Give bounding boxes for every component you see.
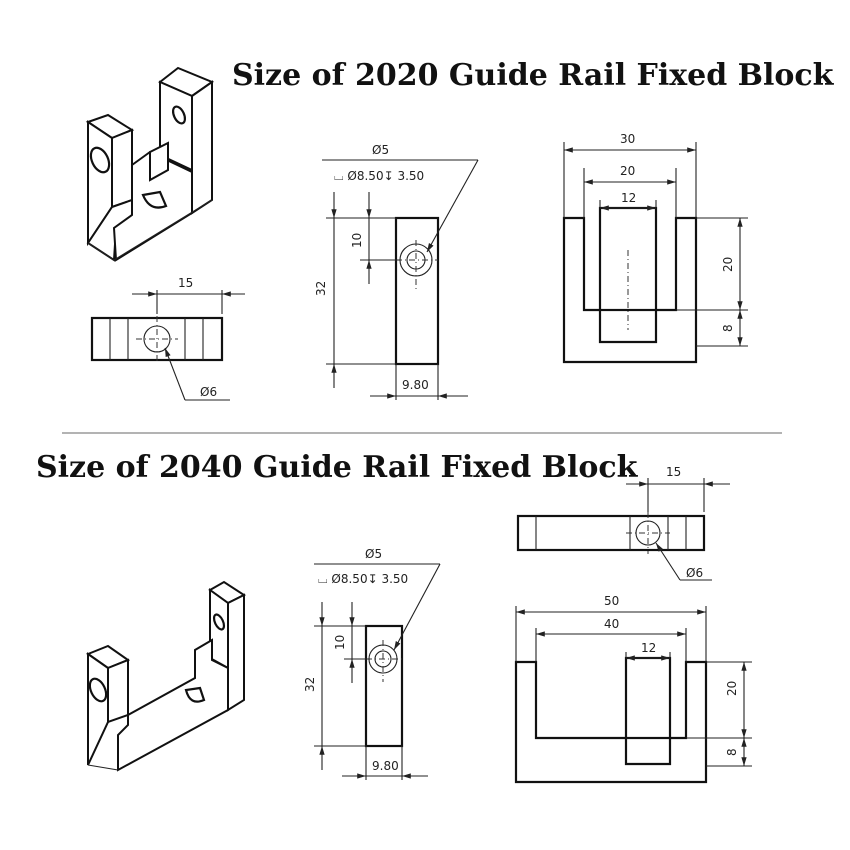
dim-slot-depth-2020: 20 — [721, 257, 735, 272]
dim-hole-diameter-2040: Ø6 — [686, 566, 703, 580]
dim-slot-depth-2040: 20 — [725, 681, 739, 696]
note-counterbore-2040: ⌴ Ø8.50↧ 3.50 — [318, 572, 408, 586]
dim-thickness-2020: 9.80 — [402, 378, 429, 392]
dim-height-2020: 32 — [314, 281, 328, 296]
note-counterbore-2020: ⌴ Ø8.50↧ 3.50 — [334, 169, 424, 183]
top-view-2040: 15 Ø6 — [516, 465, 730, 581]
dim-thickness-2040: 9.80 — [372, 759, 399, 773]
iso-view-2040 — [85, 580, 247, 772]
dim-inner-width-2020: 20 — [620, 164, 635, 178]
side-view-2040: 32 10 9.80 Ø5 ⌴ Ø8.50↧ 3.50 — [303, 547, 441, 780]
note-through-hole-2040: Ø5 — [365, 547, 382, 561]
dim-hole-diameter-2020: Ø6 — [200, 385, 217, 399]
front-view-2020: 30 20 12 20 8 — [562, 132, 748, 364]
dim-height-2040: 32 — [303, 677, 317, 692]
iso-view-2020 — [85, 66, 215, 262]
dim-center-width-2020: 12 — [621, 191, 636, 205]
side-view-2020: 32 10 9.80 Ø5 ⌴ Ø8.50↧ 3.50 — [314, 143, 479, 400]
dim-hole-height-2020: 10 — [350, 233, 364, 248]
dim-hole-height-2040: 10 — [333, 635, 347, 650]
dim-hole-offset-2020: 15 — [178, 276, 193, 290]
top-view-2020: 15 Ø6 — [90, 276, 245, 401]
dim-hole-offset-2040: 15 — [666, 465, 681, 479]
note-through-hole-2020: Ø5 — [372, 143, 389, 157]
dim-outer-width-2040: 50 — [604, 594, 619, 608]
title-2020-block: Size of 2020 Guide Rail Fixed Block — [232, 58, 834, 93]
dim-center-width-2040: 12 — [641, 641, 656, 655]
dim-base-thickness-2020: 8 — [721, 324, 735, 332]
dim-inner-width-2040: 40 — [604, 617, 619, 631]
dim-outer-width-2020: 30 — [620, 132, 635, 146]
front-view-2040: 50 40 12 20 8 — [514, 594, 752, 784]
title-2040-block: Size of 2040 Guide Rail Fixed Block — [36, 450, 638, 485]
dim-base-thickness-2040: 8 — [725, 748, 739, 756]
